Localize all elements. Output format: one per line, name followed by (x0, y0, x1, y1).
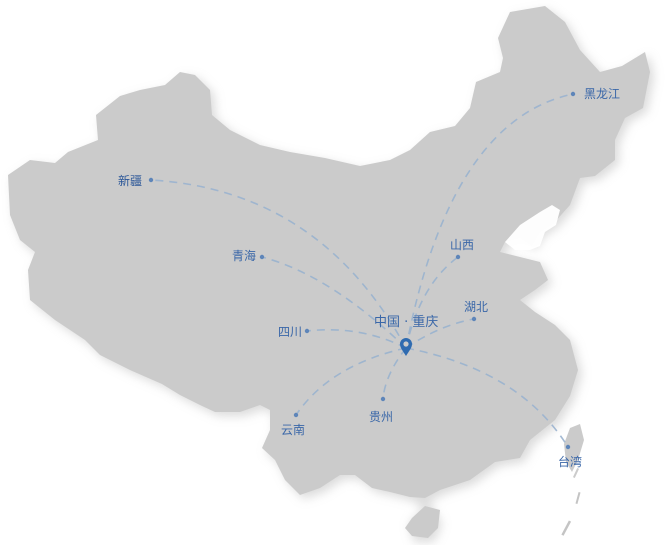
label-xinjiang[interactable]: 新疆 (118, 174, 143, 188)
dot-shanxi (455, 254, 461, 260)
island-mark (561, 520, 572, 536)
destination-dots (148, 91, 576, 450)
dot-xinjiang (148, 177, 154, 183)
island-mark (575, 491, 581, 505)
route-heilongjiang (405, 93, 574, 349)
island-mark (572, 468, 580, 478)
china-landmass (8, 6, 650, 538)
label-qinghai[interactable]: 青海 (232, 249, 257, 263)
taiwan-shape (564, 424, 584, 472)
route-xinjiang (150, 179, 407, 349)
route-sichuan (306, 328, 407, 349)
hainan-shape (405, 506, 440, 538)
dot-heilongjiang (570, 91, 576, 97)
route-qinghai (261, 256, 407, 349)
dot-hubei (471, 316, 477, 322)
map-pin-icon[interactable] (400, 338, 412, 356)
route-yunnan (295, 347, 407, 416)
label-guizhou[interactable]: 贵州 (369, 410, 394, 424)
label-hubei[interactable]: 湖北 (464, 300, 489, 314)
route-hubei (405, 318, 475, 349)
bohai-sea (505, 205, 560, 250)
dot-guizhou (380, 396, 386, 402)
label-yunnan[interactable]: 云南 (281, 423, 306, 437)
dot-yunnan (293, 412, 299, 418)
route-lines (150, 93, 574, 448)
label-shanxi[interactable]: 山西 (450, 238, 475, 252)
dot-qinghai (259, 254, 265, 260)
label-heilongjiang[interactable]: 黑龙江 (584, 87, 621, 101)
dot-taiwan (565, 444, 571, 450)
route-shanxi (405, 256, 459, 349)
label-taiwan[interactable]: 台湾 (558, 455, 583, 469)
route-guizhou (382, 347, 407, 400)
label-sichuan[interactable]: 四川 (278, 325, 303, 339)
dot-sichuan (304, 328, 310, 334)
center-label-chongqing: 中国 · 重庆 (374, 315, 439, 330)
route-taiwan (405, 347, 569, 448)
